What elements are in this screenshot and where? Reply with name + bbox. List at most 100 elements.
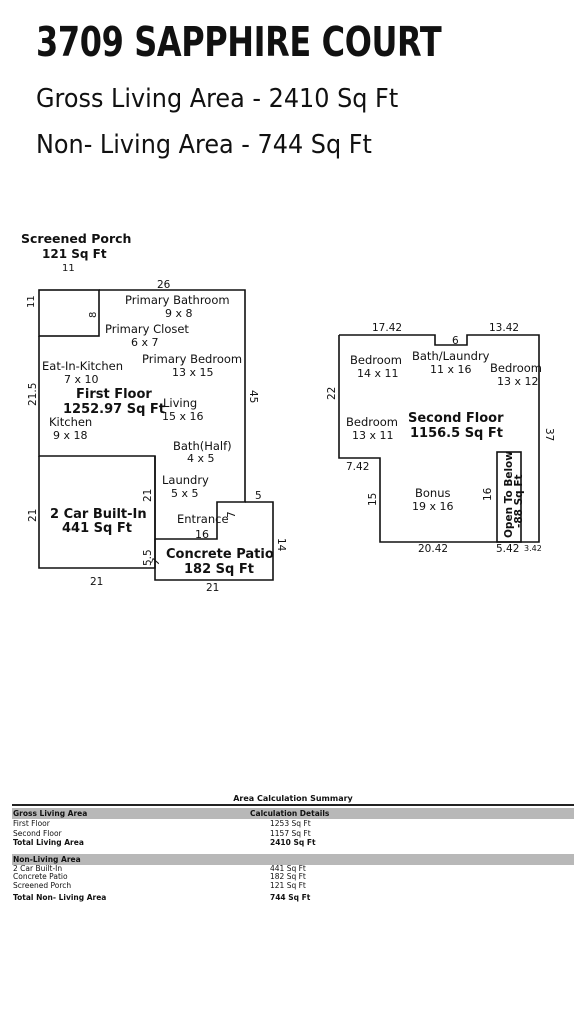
bonus-size: 19 x 16 (412, 500, 454, 513)
row-value: 1253 Sq Ft (270, 819, 311, 828)
primary-bed-label: Primary Bedroom (142, 352, 242, 366)
living-size: 15 x 16 (162, 410, 204, 423)
non-living-header: Non-Living Area (12, 853, 574, 865)
patio-name: Concrete Patio (166, 547, 274, 562)
second-floor-area: 1156.5 Sq Ft (410, 426, 503, 441)
row-label: Total Living Area (13, 838, 84, 847)
garage-dim-right: 21 (142, 489, 154, 502)
row-value: 1157 Sq Ft (270, 828, 311, 838)
second-floor-outline (338, 334, 540, 543)
bonus-label: Bonus (415, 486, 451, 500)
gross-living-header-label: Gross Living Area (13, 809, 88, 818)
second-dim-top-right: 13.42 (489, 322, 519, 334)
row-label: Second Floor (13, 828, 62, 838)
patio-area: 182 Sq Ft (184, 562, 254, 577)
bath-laundry-size: 11 x 16 (430, 363, 472, 376)
second-dim-left: 22 (326, 387, 338, 400)
row-label: Total Non- Living Area (13, 893, 107, 902)
entrance-size: 16 (195, 528, 209, 541)
bed3-label: Bedroom (346, 415, 398, 429)
second-dim-step: 7.42 (346, 461, 369, 473)
patio-dim-bottom: 21 (206, 582, 219, 594)
laundry-size: 5 x 5 (171, 487, 199, 500)
living-label: Living (163, 396, 197, 410)
first-floor-dim-left: 21.5 (27, 383, 39, 406)
screened-porch-label: Screened Porch (21, 231, 131, 246)
garage-outline (38, 456, 156, 569)
bed1-label: Bedroom (350, 353, 402, 367)
entrance-label: Entrance (177, 512, 229, 526)
first-floor-dim-top: 26 (157, 279, 171, 291)
non-living-header-label: Non-Living Area (13, 854, 81, 864)
row-label: 2 Car Built-In (13, 863, 63, 873)
first-floor-outline (38, 289, 246, 540)
second-dim-bottom-right: 5.42 (496, 543, 519, 555)
entrance-side: 7 (226, 511, 238, 518)
summary-title: Area Calculation Summary (233, 794, 353, 803)
garage-area: 441 Sq Ft (62, 521, 132, 536)
open-below-label: Open To Below (503, 451, 515, 538)
area-calculation-summary: Area Calculation Summary Gross Living Ar… (12, 793, 574, 903)
eat-in-kitchen-size: 7 x 10 (64, 373, 99, 386)
second-dim-top-mid: 6 (452, 335, 459, 347)
first-floor-area: 1252.97 Sq Ft (63, 402, 165, 417)
screened-porch-outline (38, 289, 100, 337)
screened-porch-area: 121 Sq Ft (42, 247, 107, 261)
second-dim-bottom: 20.42 (418, 543, 448, 555)
summary-divider (12, 804, 574, 806)
primary-bed-size: 13 x 15 (172, 366, 214, 379)
patio-outline (154, 501, 274, 581)
garage-dim-left: 21 (27, 509, 39, 522)
bonus-side: 16 (482, 487, 494, 501)
row-label: Concrete Patio (13, 872, 68, 881)
bed2-label: Bedroom (490, 361, 542, 375)
bed2-size: 13 x 12 (497, 375, 539, 388)
row-label: Screened Porch (13, 880, 72, 890)
primary-closet-size: 6 x 7 (131, 336, 159, 349)
patio-dim-right: 14 (275, 538, 287, 552)
second-dim-right: 37 (543, 428, 555, 441)
second-floor-name: Second Floor (408, 411, 504, 426)
primary-closet-label: Primary Closet (105, 322, 189, 336)
gross-living-area-heading: Gross Living Area - 2410 Sq Ft (36, 84, 399, 114)
open-to-below-outline (496, 451, 522, 543)
garage-name: 2 Car Built-In (50, 507, 147, 522)
primary-bath-label: Primary Bathroom (125, 293, 230, 307)
open-below-area: -88 Sq Ft (513, 474, 525, 528)
bed1-size: 14 x 11 (357, 367, 399, 380)
row-label: First Floor (13, 819, 50, 828)
bed3-size: 13 x 11 (352, 429, 394, 442)
second-dim-top-left: 17.42 (372, 322, 402, 334)
bath-laundry-label: Bath/Laundry (412, 349, 490, 363)
table-row: 2 Car Built-In 441 Sq Ft (12, 863, 574, 874)
total-non-living-row: Total Non- Living Area 744 Sq Ft (12, 893, 574, 903)
table-row: Second Floor 1157 Sq Ft (12, 829, 574, 839)
porch-dim-left: 11 (26, 295, 37, 308)
row-value: 182 Sq Ft (270, 872, 306, 881)
first-floor-name: First Floor (76, 387, 152, 402)
row-value: 441 Sq Ft (270, 863, 306, 873)
porch-dim-inner: 8 (88, 312, 99, 318)
second-dim-left-lower: 15 (367, 493, 379, 506)
first-floor-dim-right: 45 (247, 390, 259, 403)
calculation-details-header: Calculation Details (250, 809, 330, 818)
non-living-area-heading: Non- Living Area - 744 Sq Ft (36, 130, 372, 160)
gross-living-header: Gross Living Area Calculation Details (12, 808, 574, 819)
second-dim-bottom-far: 3.42 (524, 544, 542, 553)
kitchen-label: Kitchen (49, 415, 92, 429)
kitchen-size: 9 x 18 (53, 429, 88, 442)
patio-dim-left: 5.5 (142, 549, 154, 566)
eat-in-kitchen-label: Eat-In-Kitchen (42, 359, 123, 373)
garage-dim-bottom: 21 (90, 576, 103, 588)
total-living-row: Total Living Area 2410 Sq Ft (12, 838, 574, 848)
table-row: Concrete Patio 182 Sq Ft (12, 872, 574, 882)
table-row: First Floor 1253 Sq Ft (12, 819, 574, 829)
property-title: 3709 SAPPHIRE COURT (36, 18, 442, 66)
primary-bath-size: 9 x 8 (165, 307, 193, 320)
patio-dim-slash: 7 (150, 557, 164, 567)
floor-plan-drawing: Screened Porch 121 Sq Ft 11 11 8 26 45 2… (21, 231, 555, 594)
patio-dim-top: 5 (255, 490, 262, 502)
bath-half-label: Bath(Half) (173, 439, 232, 453)
porch-dim-top: 11 (62, 263, 75, 274)
row-value: 121 Sq Ft (270, 880, 306, 890)
